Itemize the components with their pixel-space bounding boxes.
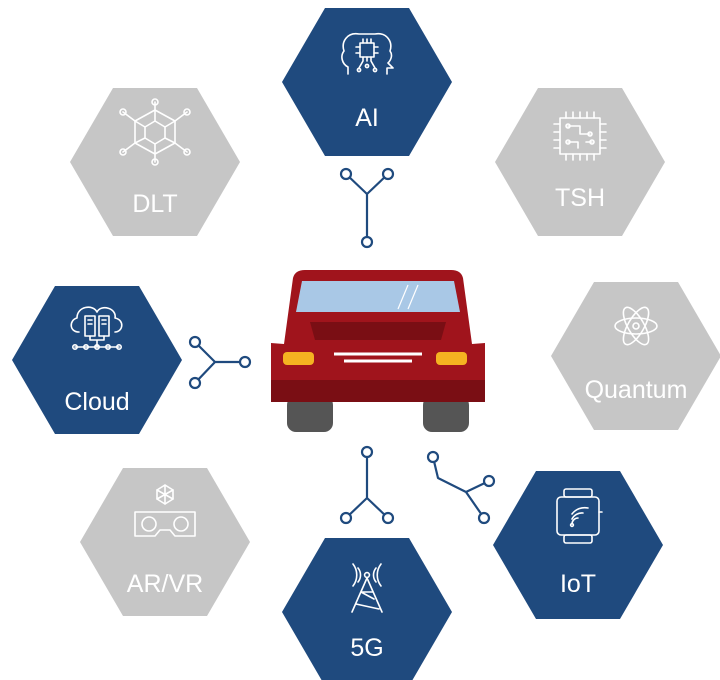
node-dlt-label: DLT	[132, 190, 177, 218]
circuit-board-icon	[553, 111, 607, 161]
node-tsh-label: TSH	[555, 184, 605, 212]
node-cloud-label: Cloud	[64, 388, 129, 416]
connector-5g	[339, 445, 395, 525]
node-tsh[interactable]: TSH	[495, 88, 665, 236]
node-ai-label: AI	[355, 104, 379, 132]
node-5g-label: 5G	[350, 634, 383, 662]
connector-cloud	[188, 335, 252, 390]
node-quantum[interactable]: Quantum	[551, 282, 720, 430]
atom-icon	[614, 306, 658, 346]
blockchain-cube-icon	[119, 98, 191, 166]
car-icon	[271, 270, 485, 432]
node-dlt[interactable]: DLT	[70, 88, 240, 236]
cloud-server-icon	[70, 306, 123, 351]
smartwatch-icon	[556, 488, 603, 544]
node-iot[interactable]: IoT	[493, 471, 663, 619]
node-ai[interactable]: AI	[282, 8, 452, 156]
node-arvr-label: AR/VR	[127, 570, 203, 598]
node-cloud[interactable]: Cloud	[12, 286, 182, 434]
node-iot-label: IoT	[560, 570, 596, 598]
brain-chip-icon	[341, 32, 394, 75]
node-quantum-label: Quantum	[585, 376, 688, 404]
vr-headset-icon	[134, 484, 196, 537]
connector-iot	[426, 450, 496, 525]
antenna-tower-icon	[351, 563, 383, 613]
node-arvr[interactable]: AR/VR	[80, 468, 250, 616]
node-5g[interactable]: 5G	[282, 538, 452, 680]
connector-ai	[339, 167, 395, 249]
